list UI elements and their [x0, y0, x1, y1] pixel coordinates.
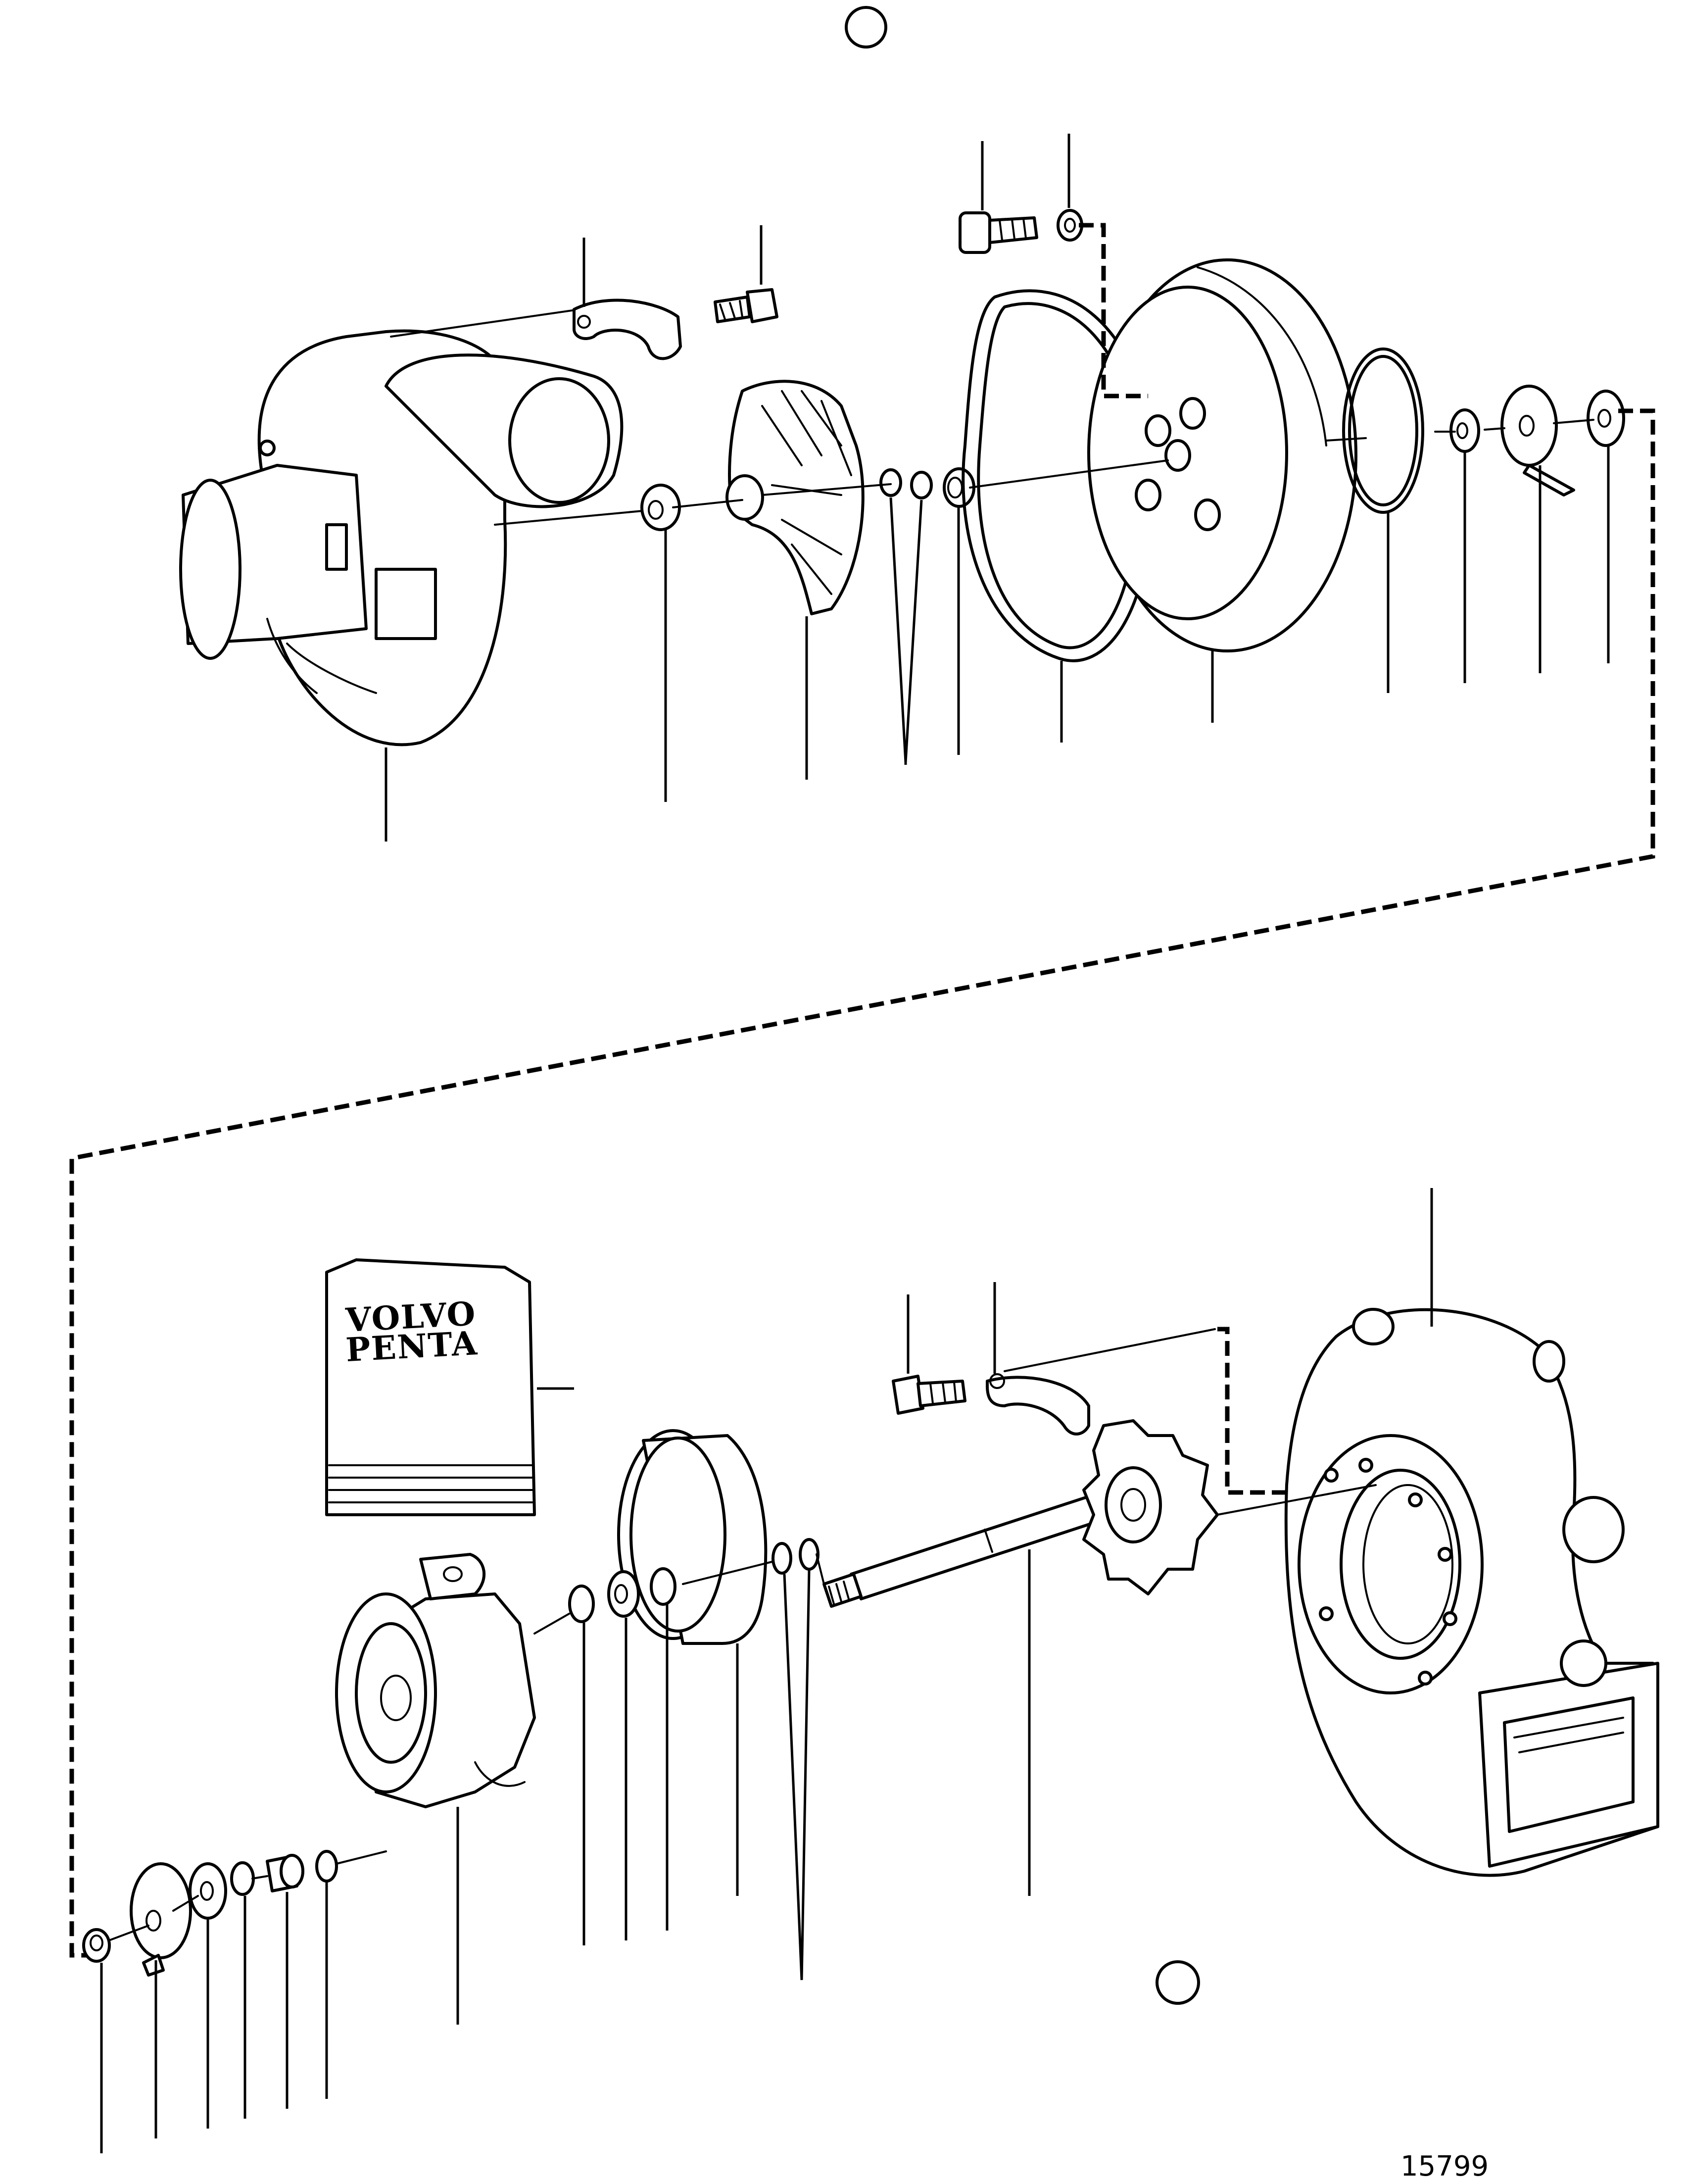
compressor-housing: [179, 329, 624, 746]
bottom-callout-leaders: [100, 1188, 1433, 2153]
bottom-shaft-axis: [108, 1553, 825, 1941]
bottom-bracket: [986, 1373, 1090, 1436]
reference-number: 15799: [1400, 2150, 1489, 2183]
housing-axis-leader: [494, 509, 654, 526]
oil-deflector: [1500, 385, 1575, 496]
bottom-oil-deflector: [130, 1862, 192, 1977]
spacer-washer: [1449, 408, 1480, 453]
turbine-axis-leader: [1216, 1484, 1377, 1516]
bottom-washer: [189, 1862, 227, 1920]
backplate-screw: [959, 211, 1038, 254]
backplate-screw-dashed-leader: [1079, 223, 1148, 398]
compressor-backplate: [1087, 258, 1357, 652]
kit-logo-line2: PENTA: [345, 1324, 479, 1369]
top-shaft-axis: [672, 419, 1594, 508]
top-bracket: [573, 298, 682, 360]
compressor-wheel: [725, 380, 865, 615]
bearing-rings: [568, 1567, 676, 1623]
thrust-washer: [1587, 390, 1625, 447]
bottom-circlip: [315, 1850, 338, 1883]
kit-logo-line1: VOLVO: [344, 1294, 477, 1340]
bottom-ring: [230, 1861, 255, 1896]
backplate-washer: [1057, 209, 1083, 242]
heat-shield: [617, 1429, 768, 1645]
bearing-housing: [335, 1553, 536, 1808]
bottom-circle-marker-icon: [1156, 1960, 1200, 2005]
bottom-nut: [82, 1928, 111, 1963]
bottom-bushing: [266, 1854, 304, 1892]
top-bracket-screw: [714, 288, 778, 323]
turbine-wheel: [1082, 1419, 1219, 1595]
top-circle-marker-icon: [845, 6, 887, 49]
bottom-bracket-dashed-leader: [1217, 1327, 1297, 1495]
gasket-kit-package: VOLVO PENTA: [325, 1258, 536, 1516]
piston-ring: [1342, 347, 1424, 514]
turbine-shaft: [822, 1489, 1120, 1608]
turbine-housing: [1284, 1308, 1659, 1877]
bottom-bracket-screw: [892, 1375, 966, 1415]
top-callout-leaders: [385, 134, 1610, 842]
small-rings-group: [879, 467, 975, 508]
piston-rings-turbine: [772, 1538, 820, 1575]
top-to-bottom-dashed-connector: [69, 408, 1655, 1958]
bottom-bracket-leader: [1004, 1328, 1216, 1372]
